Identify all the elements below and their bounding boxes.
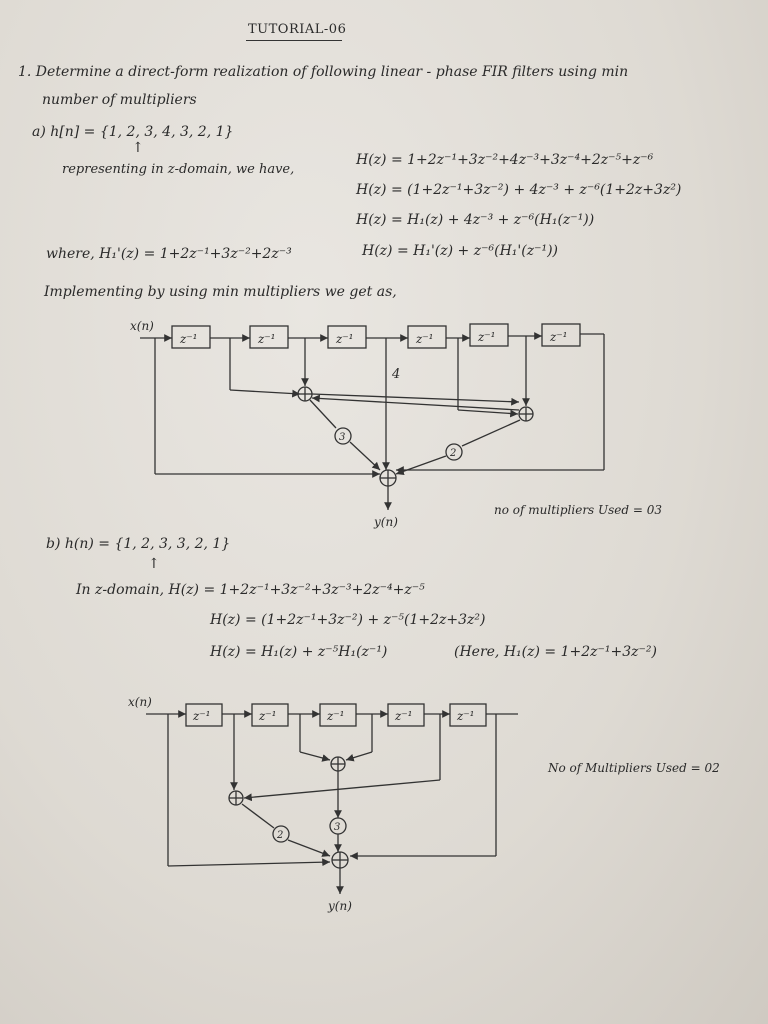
part-a-where: where, H₁'(z) = 1+2z⁻¹+3z⁻²+2z⁻³ [46, 246, 292, 262]
question-line-2: number of multipliers [42, 92, 197, 108]
part-b-input-label: x(n) [128, 695, 152, 709]
multiplier-a-3 [334, 427, 352, 445]
multiplier-a-4-label: 4 [391, 367, 400, 382]
delay-label-a6: z⁻¹ [549, 330, 567, 344]
multiplier-a-2 [445, 443, 463, 461]
delay-box-a5 [469, 323, 509, 347]
delay-box-b3 [319, 703, 357, 727]
delay-box-a3 [327, 325, 367, 349]
multiplier-a-2-label: 2 [449, 448, 456, 459]
delay-box-b4 [387, 703, 425, 727]
delay-label-b1: z⁻¹ [192, 709, 210, 723]
part-b-eq-3: H(z) = H₁(z) + z⁻⁵H₁(z⁻¹) [210, 644, 388, 660]
multiplier-b-2 [272, 825, 290, 843]
part-a-eq-4: H(z) = H₁'(z) + z⁻⁶(H₁'(z⁻¹)) [362, 243, 559, 259]
multiplier-b-2-label: 2 [276, 830, 283, 841]
part-b-sequence: b) h(n) = {1, 2, 3, 3, 2, 1} [46, 536, 231, 552]
part-a-impl-text: Implementing by using min multipliers we… [44, 284, 397, 300]
title-underline [246, 40, 342, 41]
part-a-eq-1: H(z) = 1+2z⁻¹+3z⁻²+4z⁻³+3z⁻⁴+2z⁻⁵+z⁻⁶ [356, 152, 654, 168]
part-b-output-label: y(n) [327, 899, 352, 913]
part-b-eq-1: In z-domain, H(z) = 1+2z⁻¹+3z⁻²+3z⁻³+2z⁻… [76, 582, 425, 598]
multiplier-a-3-label: 3 [339, 432, 345, 443]
delay-label-b3: z⁻¹ [326, 709, 344, 723]
delay-box-a2 [249, 325, 289, 349]
multiplier-b-3-label: 3 [334, 822, 340, 833]
delay-box-b1 [185, 703, 223, 727]
page-title: TUTORIAL-06 [248, 22, 347, 37]
delay-label-a5: z⁻¹ [477, 330, 495, 344]
delay-box-a1 [171, 325, 211, 349]
part-a-rep-text: representing in z-domain, we have, [62, 162, 295, 177]
part-b-note: (Here, H₁(z) = 1+2z⁻¹+3z⁻²) [454, 644, 657, 660]
delay-label-a2: z⁻¹ [257, 332, 275, 346]
delay-box-b2 [251, 703, 289, 727]
part-b-multipliers-used: No of Multipliers Used = 02 [547, 761, 720, 775]
part-a-sequence: a) h[n] = {1, 2, 3, 4, 3, 2, 1} [32, 124, 234, 140]
part-b-eq-2: H(z) = (1+2z⁻¹+3z⁻²) + z⁻⁵(1+2z+3z²) [210, 612, 486, 628]
delay-label-b5: z⁻¹ [456, 709, 474, 723]
part-a-output-label: y(n) [373, 515, 398, 529]
part-a-eq-2: H(z) = (1+2z⁻¹+3z⁻²) + 4z⁻³ + z⁻⁶(1+2z+3… [356, 182, 682, 198]
delay-box-a4 [407, 325, 447, 349]
question-line-1: 1. Determine a direct-form realization o… [18, 64, 629, 80]
delay-label-a1: z⁻¹ [179, 332, 197, 346]
part-a-eq-3: H(z) = H₁(z) + 4z⁻³ + z⁻⁶(H₁(z⁻¹)) [356, 212, 595, 228]
delay-label-b2: z⁻¹ [258, 709, 276, 723]
delay-box-a6 [541, 323, 581, 347]
delay-box-b5 [449, 703, 487, 727]
part-a-input-label: x(n) [130, 319, 154, 333]
part-a-origin-arrow: ↑ [132, 140, 144, 156]
delay-label-a4: z⁻¹ [415, 332, 433, 346]
delay-label-b4: z⁻¹ [394, 709, 412, 723]
part-a-multipliers-used: no of multipliers Used = 03 [494, 503, 662, 517]
part-b-origin-arrow: ↑ [148, 556, 160, 572]
delay-label-a3: z⁻¹ [335, 332, 353, 346]
